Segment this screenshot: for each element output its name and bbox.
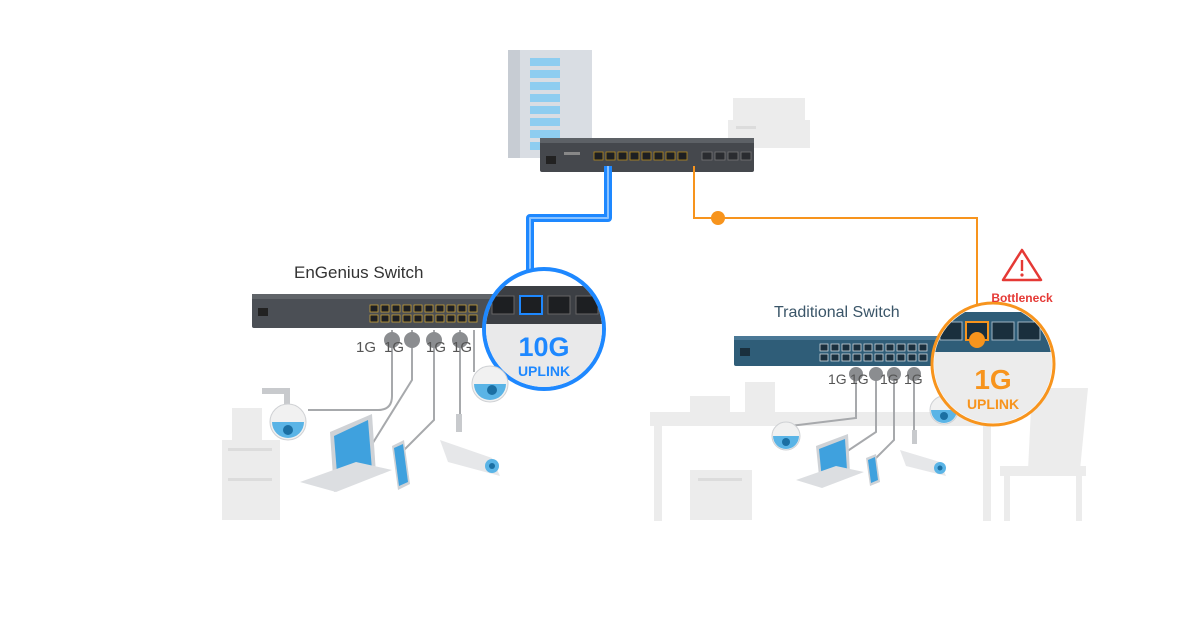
bottleneck-warning: Bottleneck <box>991 248 1053 305</box>
laptop-icon <box>796 434 864 488</box>
furniture-background <box>222 98 1088 521</box>
cabinet-icon <box>222 408 280 520</box>
port-speed-label: 1G <box>850 371 869 387</box>
cable-junction-dot <box>711 211 725 225</box>
traditional-uplink-badge: 1G UPLINK <box>930 301 1056 427</box>
engenius-uplink-cable <box>526 166 612 296</box>
traditional-uplink-cable <box>693 166 978 332</box>
tablet-icon <box>392 440 410 490</box>
engenius-uplink-word: UPLINK <box>518 363 570 379</box>
chair-icon <box>1000 388 1088 521</box>
bullet-camera-icon <box>900 430 946 476</box>
traditional-cable-plugs <box>849 367 921 381</box>
port-speed-label: 1G <box>356 339 376 356</box>
port-speed-label: 1G <box>426 339 446 356</box>
traditional-switch-title: Traditional Switch <box>774 304 900 321</box>
dome-camera-icon <box>471 365 509 403</box>
dome-camera-icon <box>262 388 307 441</box>
engenius-cable-plugs <box>384 332 468 348</box>
bottleneck-label: Bottleneck <box>991 291 1053 305</box>
port-speed-label: 1G <box>828 371 847 387</box>
core-switch-icon <box>540 138 754 172</box>
port-speed-label: 1G <box>384 339 404 356</box>
engenius-switch-title: EnGenius Switch <box>294 263 423 282</box>
tablet-icon <box>866 454 880 486</box>
desk-icon <box>650 382 995 521</box>
engenius-uplink-speed: 10G <box>518 332 569 362</box>
engenius-port-speed-labels: 1G 1G 1G 1G <box>356 339 472 356</box>
engenius-uplink-badge: 10G UPLINK <box>482 267 606 391</box>
port-speed-label: 1G <box>904 371 923 387</box>
bullet-camera-icon <box>440 414 500 476</box>
traditional-uplink-speed: 1G <box>974 364 1011 395</box>
traditional-uplink-word: UPLINK <box>967 396 1019 412</box>
port-speed-label: 1G <box>880 371 899 387</box>
dome-camera-icon <box>771 421 801 451</box>
laptop-icon <box>300 414 392 492</box>
traditional-port-speed-labels: 1G 1G 1G 1G <box>828 371 923 387</box>
port-speed-label: 1G <box>452 339 472 356</box>
warning-icon <box>1001 248 1043 282</box>
